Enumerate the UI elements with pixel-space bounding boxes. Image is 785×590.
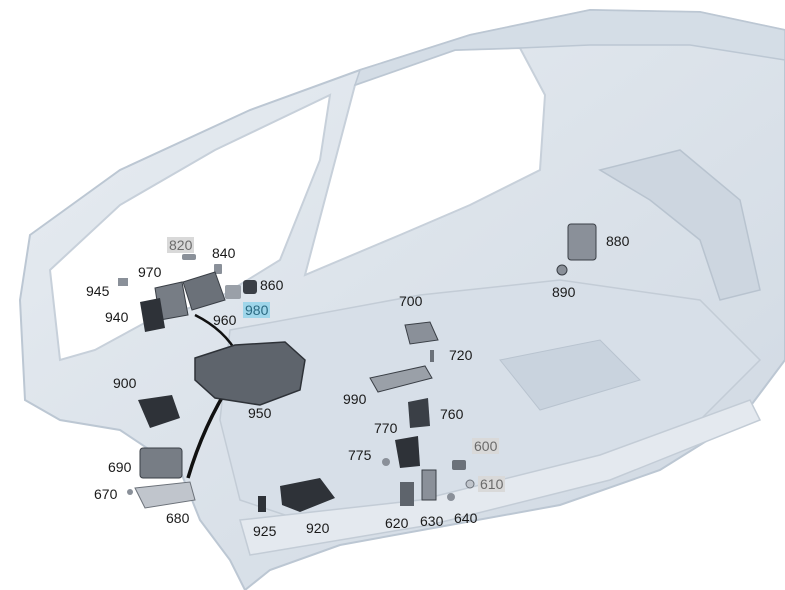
part-620 [400, 482, 414, 506]
label-860: 860 [260, 277, 284, 293]
part-680 [134, 481, 196, 509]
label-700: 700 [399, 293, 423, 309]
rear-wheel-arch [598, 149, 761, 301]
part-770 [395, 436, 420, 468]
label-840: 840 [212, 245, 236, 261]
roof-rail [353, 9, 785, 87]
label-900: 900 [113, 375, 137, 391]
part-775 [382, 458, 390, 466]
part-940 [140, 298, 165, 332]
label-960: 960 [213, 312, 237, 328]
part-630 [421, 469, 437, 501]
label-970: 970 [138, 264, 162, 280]
label-620: 620 [385, 515, 409, 531]
part-610 [465, 479, 475, 489]
label-610: 610 [478, 476, 506, 492]
part-760 [408, 398, 430, 428]
label-820: 820 [167, 237, 195, 253]
label-990: 990 [343, 391, 367, 407]
label-940: 940 [105, 309, 129, 325]
part-690 [139, 447, 183, 479]
part-950 [194, 341, 306, 406]
part-720 [430, 350, 434, 362]
part-960 [182, 271, 226, 311]
label-630: 630 [420, 513, 444, 529]
part-880 [567, 223, 597, 261]
label-880: 880 [606, 233, 630, 249]
part-890 [556, 264, 568, 276]
label-980: 980 [243, 302, 271, 318]
label-920: 920 [306, 520, 330, 536]
part-925 [258, 496, 266, 512]
label-680: 680 [166, 510, 190, 526]
part-600 [452, 460, 466, 470]
part-900 [138, 395, 180, 428]
label-640: 640 [454, 510, 478, 526]
part-700 [404, 321, 439, 345]
label-775: 775 [348, 447, 372, 463]
front-door-opening [48, 93, 332, 362]
label-720: 720 [449, 347, 473, 363]
label-950: 950 [248, 405, 272, 421]
part-860 [243, 280, 257, 294]
part-670 [127, 489, 133, 495]
label-670: 670 [94, 486, 118, 502]
label-925: 925 [253, 523, 277, 539]
part-990 [369, 365, 433, 393]
label-600: 600 [472, 438, 500, 454]
label-770: 770 [374, 420, 398, 436]
part-820 [182, 254, 196, 260]
part-920 [280, 478, 335, 512]
part-640 [447, 493, 455, 501]
label-690: 690 [108, 459, 132, 475]
floor-crossmember [499, 339, 641, 411]
label-890: 890 [552, 284, 576, 300]
part-945 [118, 278, 128, 286]
label-945: 945 [86, 283, 110, 299]
part-840 [214, 264, 222, 274]
part-980 [225, 285, 241, 299]
label-760: 760 [440, 406, 464, 422]
